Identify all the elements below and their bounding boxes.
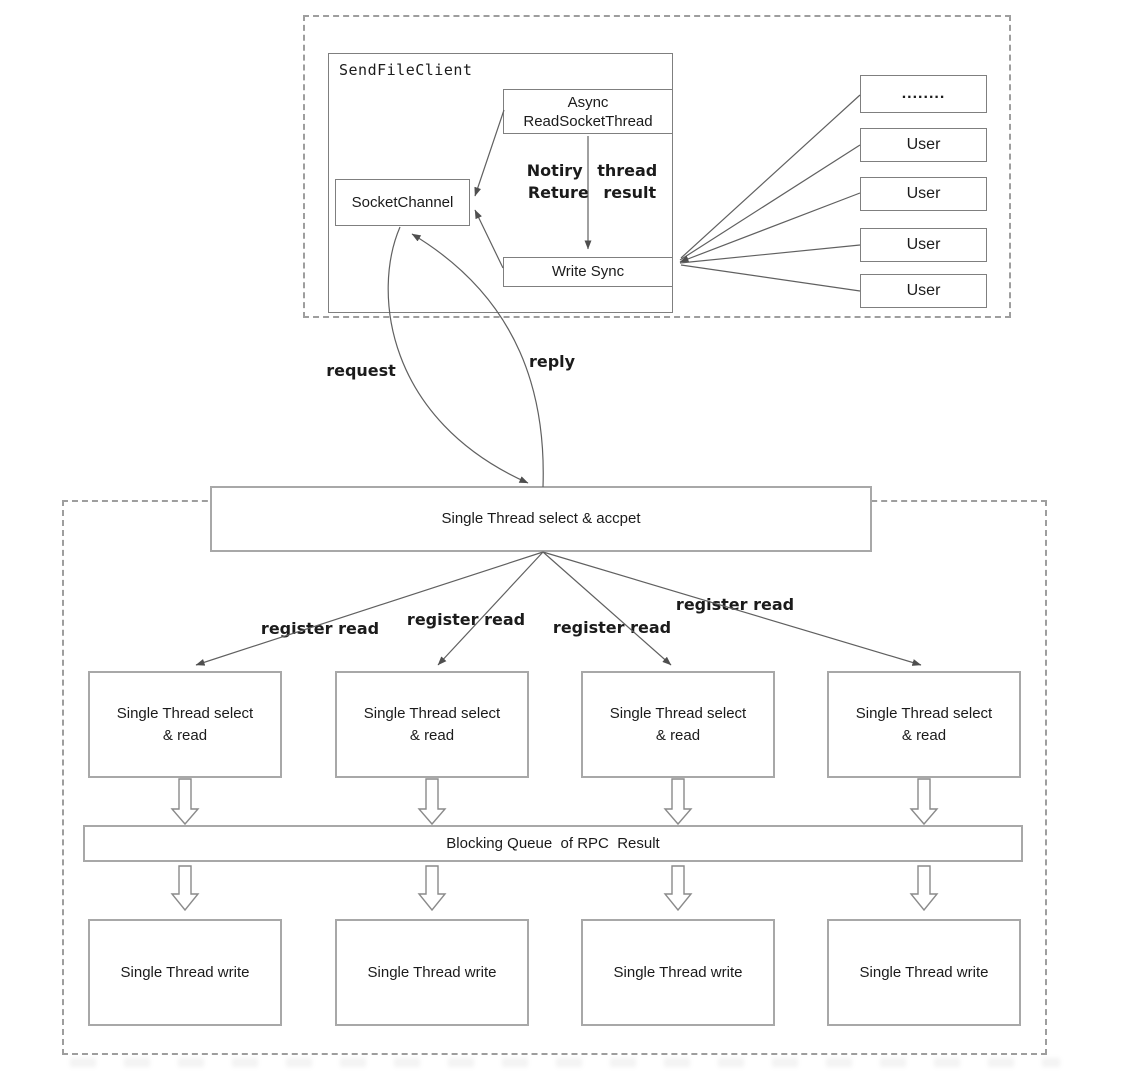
user-label-1: User (906, 136, 941, 153)
read-box-3-line1: Single Thread select (609, 704, 747, 722)
write-sync-box: Write Sync (503, 257, 673, 287)
async-line1: Async (567, 93, 609, 111)
client-group-container (303, 15, 1011, 318)
async-readsocketthread-box: Async ReadSocketThread (503, 89, 673, 134)
read-box-4-line1: Single Thread select (855, 704, 993, 722)
read-box-3: Single Thread select & read (581, 671, 775, 778)
read-box-1-line2: & read (162, 726, 208, 744)
user-label-2: User (906, 185, 941, 202)
user-box-3: User (860, 228, 987, 262)
socketchannel-label: SocketChannel (351, 193, 454, 211)
acceptor-box: Single Thread select & accpet (210, 486, 872, 552)
write-sync-label: Write Sync (551, 263, 625, 280)
write-box-2-label: Single Thread write (367, 963, 497, 981)
notify-note-line2: Reture result (527, 183, 657, 202)
socketchannel-box: SocketChannel (335, 179, 470, 226)
read-box-2-line2: & read (409, 726, 455, 744)
register-read-label-3: register read (552, 618, 672, 637)
reply-label: reply (528, 352, 576, 371)
user-box-4: User (860, 274, 987, 308)
write-box-4: Single Thread write (827, 919, 1021, 1026)
read-box-1-line1: Single Thread select (116, 704, 254, 722)
user-label-3: User (906, 236, 941, 253)
request-label: request (326, 361, 396, 380)
bottom-edge-artifact (70, 1058, 1060, 1067)
write-box-4-label: Single Thread write (859, 963, 989, 981)
read-box-2: Single Thread select & read (335, 671, 529, 778)
read-box-2-line1: Single Thread select (363, 704, 501, 722)
register-read-label-1: register read (260, 619, 380, 638)
register-read-label-4: register read (675, 595, 795, 614)
read-box-1: Single Thread select & read (88, 671, 282, 778)
notify-note-line1: Notiry thread (526, 161, 658, 180)
write-box-1-label: Single Thread write (120, 963, 250, 981)
write-box-2: Single Thread write (335, 919, 529, 1026)
blocking-queue-bar: Blocking Queue of RPC Result (83, 825, 1023, 862)
user-box-1: User (860, 128, 987, 162)
read-box-4: Single Thread select & read (827, 671, 1021, 778)
read-box-3-line2: & read (655, 726, 701, 744)
notify-return-note: Notiry thread Reture result (527, 160, 657, 204)
blocking-queue-label: Blocking Queue of RPC Result (446, 834, 660, 852)
user-box-2: User (860, 177, 987, 211)
read-box-4-line2: & read (901, 726, 947, 744)
async-line2: ReadSocketThread (523, 112, 653, 130)
write-box-3-label: Single Thread write (613, 963, 743, 981)
acceptor-label: Single Thread select & accpet (441, 510, 641, 527)
write-box-3: Single Thread write (581, 919, 775, 1026)
sendfileclient-title: SendFileClient (339, 61, 473, 79)
user-label-4: User (906, 282, 941, 299)
user-ellipsis-label: ........ (901, 85, 946, 102)
register-read-label-2: register read (406, 610, 526, 629)
write-box-1: Single Thread write (88, 919, 282, 1026)
user-ellipsis-box: ........ (860, 75, 987, 113)
